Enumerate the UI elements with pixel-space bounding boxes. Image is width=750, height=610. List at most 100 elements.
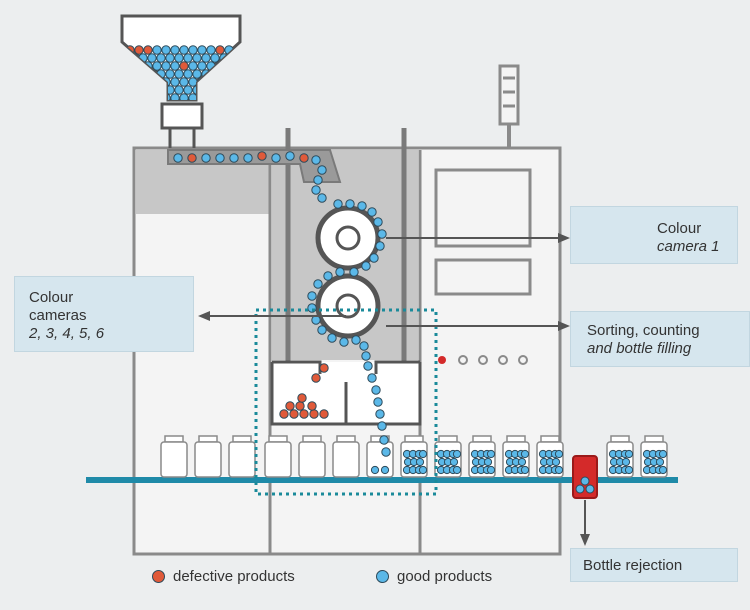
conveyor-belt [86,477,678,483]
good-product [377,421,387,431]
good-product [311,185,321,195]
good-product [174,53,184,63]
good-product [381,447,391,457]
camera1-line2: camera 1 [657,238,720,255]
bottle [298,435,326,478]
good-product [210,85,220,95]
defective-product [143,45,153,55]
defective-product [311,373,321,383]
defective-product [215,45,225,55]
good-product [206,93,216,100]
good-product [335,267,345,277]
cameras-line1: Colour [29,289,74,306]
good-product [197,93,207,100]
product-flow [173,151,391,457]
good-product [551,457,561,467]
good-product [554,465,564,475]
arrows [198,233,590,546]
good-product [152,45,162,55]
good-product [129,69,139,79]
good-product [271,153,281,163]
good-product [170,45,180,55]
rejection-label: Bottle rejection [583,557,683,574]
sorting-callout: Sorting, counting and bottle filling [570,311,750,367]
good-product [361,351,371,361]
good-product [317,193,327,203]
good-product [219,85,229,95]
good-product [183,85,193,95]
bottle [400,435,428,478]
good-product [165,53,175,63]
bottle [332,435,360,478]
defective-product [285,401,295,411]
good-product [215,77,225,87]
good-product [143,93,153,100]
bottle [160,435,188,478]
good-product [380,465,390,475]
good-product [327,333,337,343]
good-product [379,435,389,445]
defective-product [299,153,309,163]
good-product [418,449,428,459]
good-product [367,373,377,383]
good-product [375,241,385,251]
good-product [170,77,180,87]
good-product [170,93,180,100]
defective-product [295,401,305,411]
bottle [194,435,222,478]
good-product [520,465,530,475]
good-product [483,457,493,467]
good-product [192,53,202,63]
good-product [229,102,237,110]
good-product [486,465,496,475]
good-product [311,155,321,165]
good-product [174,69,184,79]
bottle [264,435,292,478]
good-product [148,102,156,110]
sorting-line2: and bottle filling [587,340,692,357]
good-product [224,77,234,87]
bottle [434,435,462,478]
good-product [138,85,148,95]
good-product [486,449,496,459]
good-product [201,153,211,163]
defective-product [319,363,329,373]
good-product [377,229,387,239]
good-product [206,45,216,55]
defective-product [279,409,289,419]
good-product [371,385,381,395]
good-product [517,457,527,467]
good-product [228,85,238,95]
good-product [134,93,144,100]
good-product [165,69,175,79]
good-product [125,77,135,87]
defective-product [257,151,267,161]
good-product [351,335,361,345]
defective-product [319,409,329,419]
legend-defective: defective products [152,568,295,585]
legend-good: good products [376,568,492,585]
bottle [502,435,530,478]
good-product [367,207,377,217]
good-product [139,102,147,110]
good-product [215,153,225,163]
bottle [468,435,496,478]
good-product [197,77,207,87]
good-product [152,61,162,71]
good-product [624,465,634,475]
good-product [188,61,198,71]
good-product [134,61,144,71]
bottle [228,435,256,478]
good-product [156,85,166,95]
rejection-callout: Bottle rejection [570,548,738,582]
good-product [188,77,198,87]
good-product [125,61,135,71]
good-product [317,325,327,335]
good-product [361,261,371,271]
good-product [183,69,193,79]
good-product [210,53,220,63]
bottle [606,435,634,478]
good-product [357,201,367,211]
good-product [333,199,343,209]
rejected-bottle [572,455,598,499]
